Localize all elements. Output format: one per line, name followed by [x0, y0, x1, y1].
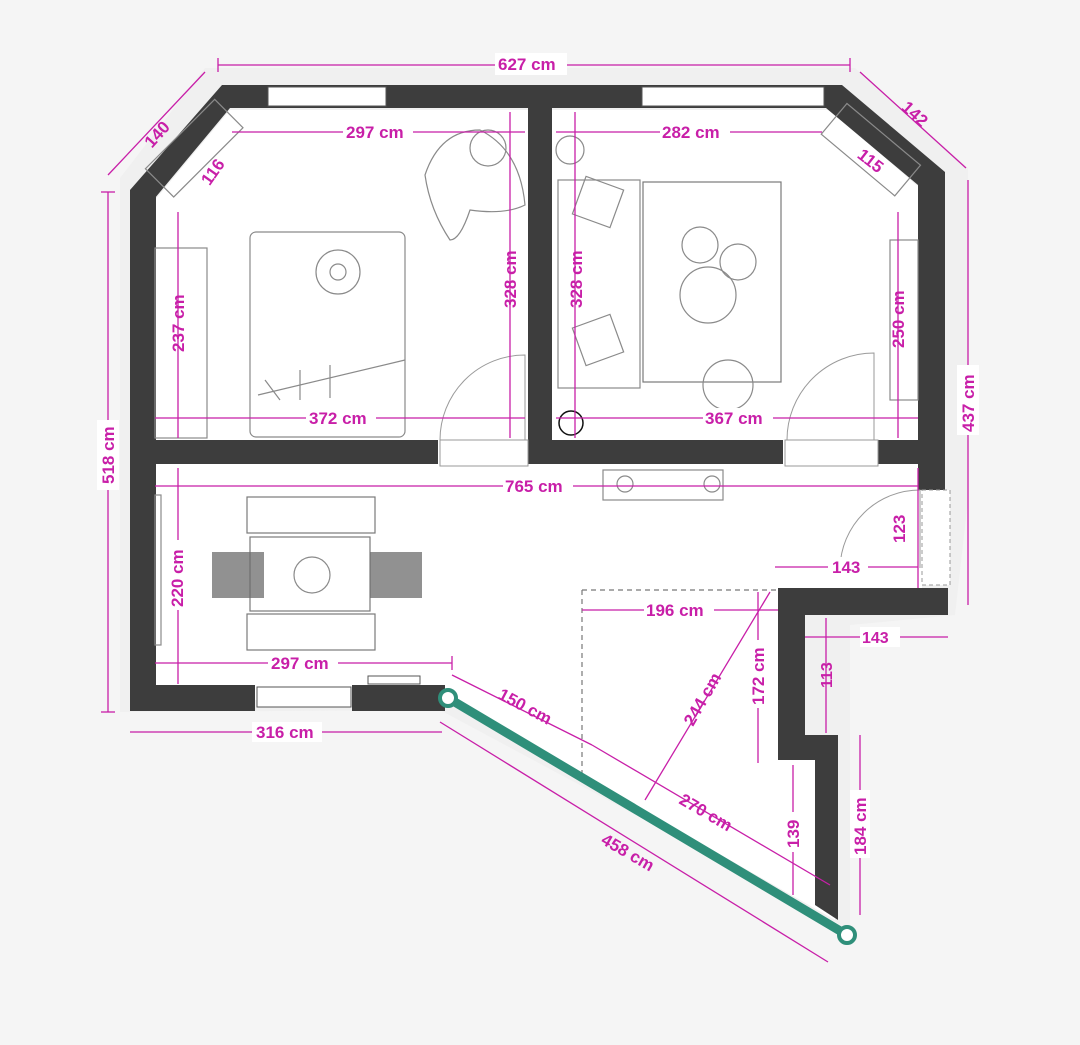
window-bedroom: [267, 86, 387, 107]
dim-diag-long: 458 cm: [598, 830, 657, 875]
dim-step-width: 143: [862, 630, 889, 647]
dim-bottom-left: 316 cm: [256, 723, 314, 742]
dim-living-height: 328 cm: [567, 250, 586, 308]
dim-entry-height: 123: [890, 515, 909, 543]
dim-dining-width: 297 cm: [271, 654, 329, 673]
dim-left-total: 518 cm: [99, 426, 118, 484]
dimension-lines: [101, 58, 969, 963]
dim-living-right: 250 cm: [889, 290, 908, 348]
dim-step-height: 113: [819, 662, 836, 688]
dim-living-top: 282 cm: [662, 123, 720, 142]
dim-living-bottom: 367 cm: [705, 409, 763, 428]
wall-endpoint-start[interactable]: [438, 688, 458, 708]
living-furniture: [555, 102, 922, 436]
wall-endpoint-end[interactable]: [837, 925, 857, 945]
dim-entry-width: 143: [832, 558, 860, 577]
bedroom-furniture: [144, 98, 526, 439]
dim-bedroom-bottom: 372 cm: [309, 409, 367, 428]
dim-bedroom-left: 237 cm: [169, 294, 188, 352]
walls: [130, 85, 948, 920]
dim-top-total: 627 cm: [498, 55, 556, 74]
dim-right-lower-outer: 184 cm: [851, 797, 870, 855]
dim-bedroom-top: 297 cm: [346, 123, 404, 142]
doors: [439, 352, 951, 586]
window-dining: [256, 686, 352, 708]
radiator: [367, 675, 421, 685]
dining-furniture: [154, 469, 724, 651]
dim-bedroom-height: 328 cm: [501, 250, 520, 308]
highlighted-diagonal-wall: [443, 693, 852, 940]
window-living: [641, 86, 825, 107]
dim-right-lower-inner: 139: [784, 820, 803, 848]
dim-dining-height: 220 cm: [168, 549, 187, 607]
dashed-zone: [581, 589, 778, 775]
dim-dashed-width: 196 cm: [646, 601, 704, 620]
dim-right-total: 437 cm: [959, 374, 978, 432]
dim-dashed-height: 172 cm: [749, 647, 768, 705]
dim-hall-width: 765 cm: [505, 477, 563, 496]
